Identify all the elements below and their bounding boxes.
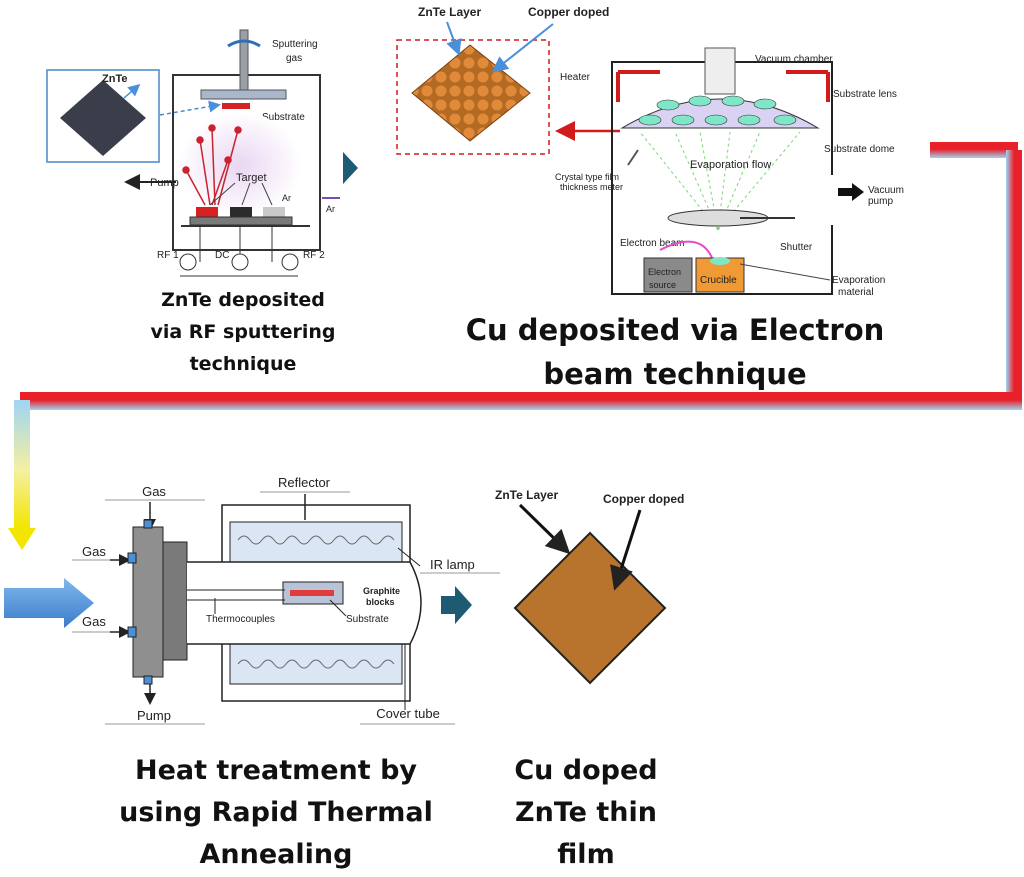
arrow-to-ebeam-icon (343, 152, 358, 184)
crystal-meter-label-2: thickness meter (560, 182, 623, 192)
vacuum-pump-arrow-icon (838, 183, 864, 201)
sputtering-diagram: ZnTe Sputtering gas Substrate Target Pum… (46, 29, 340, 375)
substrate-holder (200, 89, 287, 100)
substrate-lenses (638, 95, 797, 126)
rta-caption-line2: using Rapid Thermal (119, 797, 433, 828)
final-caption-line3: film (557, 839, 614, 870)
substrate-dome-label: Substrate dome (824, 144, 895, 155)
sputtering-gas-label: Sputtering (272, 39, 318, 50)
gas-top-label: Gas (142, 484, 166, 499)
substrate-label: Substrate (262, 112, 305, 123)
substrate-lens-label: Substrate lens (833, 89, 897, 100)
vacuum-pump-label-2: pump (868, 196, 893, 207)
sputtering-caption-line1: ZnTe deposited (161, 289, 325, 311)
rotation-arrow-icon (227, 39, 261, 48)
substrate-sample (222, 103, 250, 109)
final-copper-doped-label: Copper doped (603, 492, 684, 506)
crucible-label: Crucible (700, 275, 737, 286)
ebeam-caption-line1: Cu deposited via Electron (466, 313, 885, 347)
graphite-blocks-label-2: blocks (366, 597, 395, 607)
rf2-source-icon (281, 253, 299, 271)
connector-right-vertical (1006, 150, 1022, 406)
thermocouples-label: Thermocouples (206, 614, 275, 625)
rta-substrate-label: Substrate (346, 614, 389, 625)
dc-label: DC (215, 250, 229, 261)
target-red (196, 207, 218, 217)
dashed-sample-box (396, 39, 550, 155)
rta-pump-label: Pump (137, 708, 171, 723)
evaporation-material-label: Evaporation (832, 275, 885, 286)
evaporation-material (710, 257, 730, 265)
rta-flange-inner (162, 541, 188, 661)
target-black (230, 207, 252, 217)
gas-mid-label: Gas (82, 544, 106, 559)
rta-caption-line1: Heat treatment by (135, 755, 417, 786)
vacuum-pump-label: Vacuum (868, 185, 904, 196)
gas-low-label: Gas (82, 614, 106, 629)
electron-beam-path (659, 240, 713, 259)
reflector-label: Reflector (278, 475, 331, 490)
ir-lamp-coils-bottom (237, 659, 395, 669)
rf1-label: RF 1 (157, 250, 179, 261)
cover-tube-label: Cover tube (376, 706, 440, 721)
ebeam-copper-doped-label: Copper doped (528, 5, 609, 19)
process-connector (8, 142, 1022, 550)
znte-label: ZnTe (102, 73, 127, 85)
electron-beam-label: Electron beam (620, 238, 684, 249)
gas-top-box (105, 480, 205, 500)
sputtering-caption-line3: technique (190, 353, 297, 375)
shutter-label: Shutter (780, 242, 813, 253)
connector-top-horizontal (930, 142, 1018, 158)
target-label: Target (236, 172, 267, 184)
sputtering-gas-label-2: gas (286, 53, 302, 64)
ir-lamp-coils-top (237, 535, 395, 545)
graphite-blocks-label: Graphite (363, 586, 400, 596)
ebeam-diagram: ZnTe Layer Copper doped Vacuum chamber H… (396, 5, 904, 391)
vacuum-chamber-label: Vacuum chamber (755, 54, 833, 65)
cu-doped-znte-film-icon (513, 531, 667, 685)
rta-input-arrow-icon (4, 578, 94, 628)
rta-caption-line3: Annealing (200, 839, 353, 870)
target-grey (263, 207, 285, 217)
rta-flange (132, 526, 164, 678)
electron-source-label: Electron (648, 267, 681, 277)
dome-shaft (704, 47, 736, 95)
arrow-to-final-icon (455, 586, 472, 624)
heater-left (616, 70, 660, 102)
sputtered-particles (182, 124, 242, 206)
chamber-port-gap (820, 175, 840, 225)
final-caption-line1: Cu doped (514, 755, 657, 786)
rf1-source-icon (179, 253, 197, 271)
final-znte-layer-label: ZnTe Layer (495, 488, 558, 502)
rta-diagram: Gas Gas Gas Pump Reflector IR lamp Grap (4, 475, 500, 870)
rta-substrate (290, 590, 334, 596)
pump-label: Pump (150, 177, 179, 189)
ebeam-znte-layer-label: ZnTe Layer (418, 5, 481, 19)
ebeam-caption-line2: beam technique (543, 357, 806, 391)
ar-label-left: Ar (282, 193, 291, 203)
rf2-label: RF 2 (303, 250, 325, 261)
heater-right (786, 70, 830, 102)
ar-label-right: Ar (326, 204, 335, 214)
electron-source-label-2: source (649, 280, 676, 290)
dc-source-icon (231, 253, 249, 271)
target-base (189, 216, 293, 226)
evaporation-flow-label: Evaporation flow (690, 159, 771, 171)
sputtering-caption-line2: via RF sputtering (150, 321, 335, 343)
ir-lamp-label: IR lamp (430, 557, 475, 572)
heater-label: Heater (560, 72, 591, 83)
final-caption-line2: ZnTe thin (515, 797, 657, 828)
copper-dotted-sample-icon (411, 44, 531, 142)
connector-left-vertical (14, 400, 30, 528)
evaporation-material-label-2: material (838, 287, 874, 298)
electron-source (643, 257, 693, 293)
connector-middle-horizontal (20, 392, 1022, 410)
plasma-glow (178, 113, 302, 217)
connector-down-arrow-icon (8, 528, 36, 550)
znte-square-icon (60, 80, 146, 156)
crystal-meter-label: Crystal type film (555, 172, 619, 182)
final-film-diagram: ZnTe Layer Copper doped Cu doped ZnTe th… (495, 488, 684, 870)
